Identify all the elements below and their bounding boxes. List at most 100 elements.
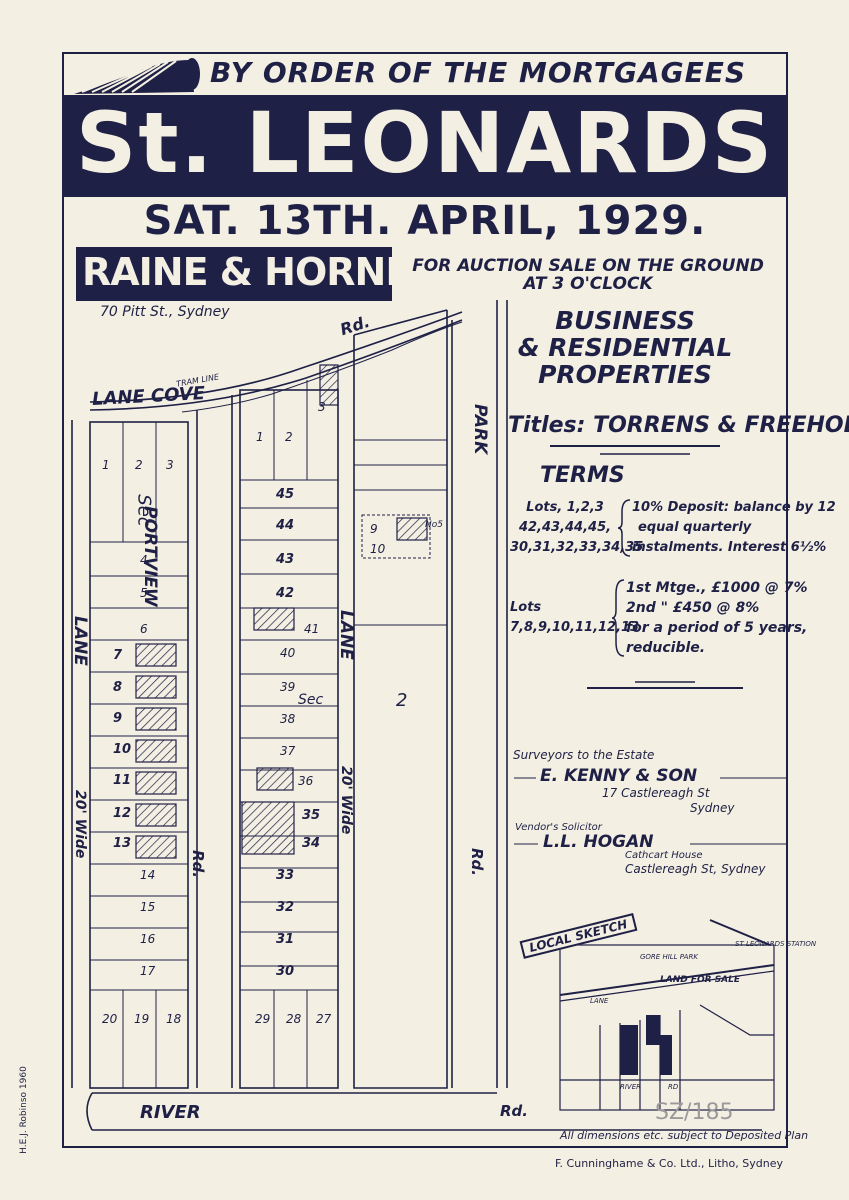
surveyor-address-1: 17 Castlereagh St [602, 786, 710, 800]
lot-number: 40 [280, 646, 296, 660]
building-lot-11 [135, 771, 177, 795]
section-label: 2 [396, 690, 408, 711]
agent-name: RAINE & HORNE LTD [82, 250, 496, 294]
printer-credit: F. Cunninghame & Co. Ltd., Litho, Sydney [555, 1157, 783, 1170]
building-lot-36 [256, 767, 294, 791]
lot-number: 17 [140, 964, 156, 978]
titles-underline [550, 445, 720, 455]
street-lane-left: LANE [70, 616, 90, 666]
lot-number: 30 [276, 964, 295, 979]
building-lot-12 [135, 803, 177, 827]
street-lane-left-width: 20' Wide [72, 790, 88, 859]
poster-frame [62, 52, 788, 1148]
street-park-rd: Rd. [468, 848, 486, 876]
auction-line-2: AT 3 O'CLOCK [523, 274, 653, 294]
business-line-1: BUSINESS [555, 306, 695, 335]
solicitor-address-1: Cathcart House [625, 850, 703, 861]
lot-number: 33 [276, 868, 295, 883]
agent-badge [76, 247, 392, 301]
building-lot-13 [135, 835, 177, 859]
lot-number: 1 [256, 430, 264, 444]
terms-group2-detail: 1st Mtge., £1000 @ 7% 2nd " £450 @ 8% fo… [626, 580, 808, 656]
sketch-land-for-sale: LAND FOR SALE [660, 975, 741, 985]
lot-number: 45 [276, 487, 295, 502]
lane-cove-road-edge-top [89, 311, 463, 403]
lane-cove-road-edge-top-2 [89, 319, 463, 411]
lot-number: 15 [140, 900, 156, 914]
street-river-rd: Rd. [500, 1102, 528, 1120]
divider-ornament [587, 681, 743, 689]
lot-number: 31 [276, 932, 295, 947]
lot-number: 3 [166, 458, 174, 472]
lot-number: 28 [286, 1012, 302, 1026]
lot-number: 29 [255, 1012, 271, 1026]
surveyor-rule [514, 777, 786, 779]
lot-number: 27 [316, 1012, 332, 1026]
lot-number: 14 [140, 868, 156, 882]
terms-heading: TERMS [540, 463, 625, 488]
building-lot-7 [135, 643, 177, 667]
sketch-river: RIVER [620, 1083, 642, 1091]
surveyor-caption: Surveyors to the Estate [513, 748, 655, 762]
street-portview: PORTVIEW [140, 506, 160, 607]
sketch-lane: LANE [590, 997, 609, 1005]
lot-number: 2 [285, 430, 293, 444]
terms-group1-lots: Lots, 1,2,3 42,43,44,45, 30,31,32,33,34,… [510, 500, 644, 555]
lot-number: 8 [113, 680, 123, 695]
lot-number: 34 [302, 836, 321, 851]
page-title: St. LEONARDS [75, 94, 775, 192]
solicitor-caption: Vendor's Solicitor [515, 822, 602, 833]
lot-number: 41 [304, 622, 320, 636]
lot-number: 43 [276, 552, 295, 567]
brace-icon [618, 499, 631, 557]
subdivision-plan [71, 300, 762, 1131]
lot-number: 16 [140, 932, 156, 946]
lot-number: 38 [280, 712, 296, 726]
sale-date: SAT. 13TH. APRIL, 1929. [143, 198, 707, 244]
terms-group2-lots: Lots 7,8,9,10,11,12,13 [510, 600, 640, 635]
street-lane-mid: LANE [336, 610, 356, 660]
lot-number: 9 [370, 522, 378, 536]
lot-number: 13 [113, 836, 132, 851]
lot-number: 20 [102, 1012, 118, 1026]
building-lot-3 [319, 364, 339, 406]
surveyor-address-2: Sydney [690, 801, 735, 815]
auction-line-1: FOR AUCTION SALE ON THE GROUND [412, 256, 764, 276]
mortgagees-heading: BY ORDER OF THE MORTGAGEES [210, 56, 747, 89]
solicitor-address-2: Castlereagh St, Sydney [625, 862, 766, 876]
lot-number: 36 [298, 774, 314, 788]
terms-group1-detail: 10% Deposit: balance by 12 equal quarter… [632, 500, 836, 555]
solicitor-name: L.L. HOGAN [543, 832, 654, 852]
left-block-outline [89, 421, 189, 1089]
street-lane-mid-width: 20' Wide [338, 766, 354, 835]
ornament-icon [74, 58, 200, 94]
lot-number: 37 [280, 744, 296, 758]
lot-number: 10 [370, 542, 386, 556]
lot-number: 19 [134, 1012, 150, 1026]
lot-number: 1 [102, 458, 110, 472]
lot-number: No5 [425, 520, 443, 530]
solicitor-rule [514, 843, 786, 845]
brace-icon [612, 579, 625, 657]
lot-number: 5 [140, 586, 148, 600]
building-factory [241, 801, 295, 855]
building-lot-42 [253, 607, 295, 631]
lot-number: 32 [276, 900, 295, 915]
lot-number: 7 [113, 648, 123, 663]
street-park: PARK [470, 404, 490, 455]
sketch-rd: RD [668, 1083, 679, 1091]
lot-number: 39 [280, 680, 296, 694]
lot-number: 11 [113, 773, 132, 788]
sketch-gore-hill: GORE HILL PARK [640, 953, 698, 961]
sketch-station: ST LEONARDS STATION [735, 940, 817, 948]
titles-heading: Titles: TORRENS & FREEHOLD [508, 413, 849, 438]
lot-number: 35 [302, 808, 321, 823]
auction-note: FOR AUCTION SALE ON THE GROUND AT 3 O'CL… [398, 257, 778, 293]
lot-number: 12 [113, 806, 132, 821]
street-river: RIVER [140, 1102, 201, 1123]
title-band [62, 95, 788, 197]
building-lot-10 [135, 739, 177, 763]
lot-number: 42 [276, 586, 295, 601]
archive-stamp: H.E.J. Robinso 1960 [18, 1066, 29, 1154]
lot-number: 4 [140, 553, 148, 567]
